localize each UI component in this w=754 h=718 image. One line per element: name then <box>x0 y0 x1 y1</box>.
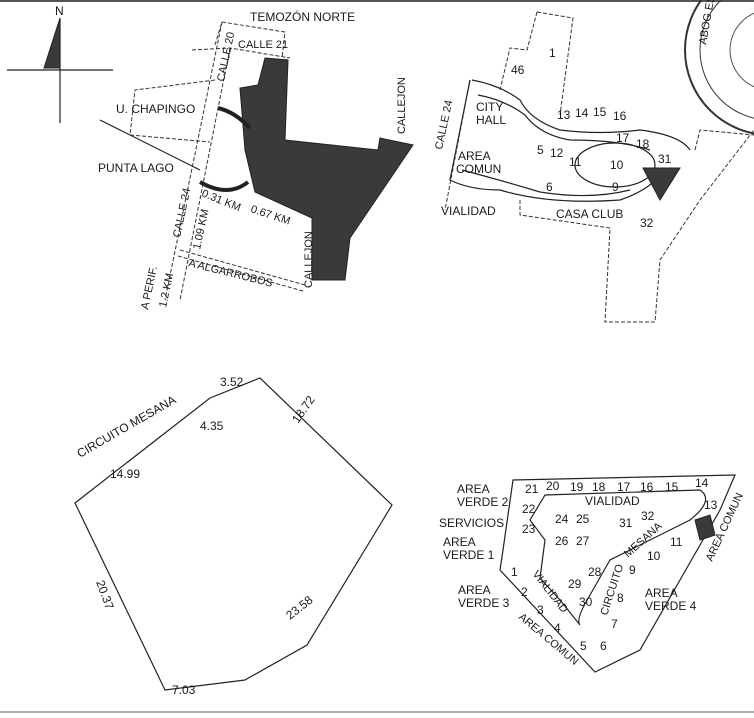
lot-number: 6 <box>600 639 607 653</box>
measure-label: 4.35 <box>200 419 224 433</box>
lot-number: 23 <box>522 522 536 536</box>
lot-number: 19 <box>570 480 584 494</box>
circuito-mesana-label: CIRCUITO MESANA <box>75 393 179 461</box>
lot-number: 15 <box>593 105 607 119</box>
lot-number: 2 <box>521 585 528 599</box>
lot-number: 46 <box>511 63 525 77</box>
area-label: AREA <box>458 149 491 163</box>
calle-21-label: CALLE 21 <box>238 39 288 51</box>
calle-24-site-label: CALLE 24 <box>433 99 455 151</box>
calle-20-label: CALLE 20 <box>215 31 237 83</box>
lot-number: 17 <box>616 131 630 145</box>
a-algarrobos-label: A ALGARROBOS <box>187 257 274 289</box>
lot-number: 21 <box>525 482 539 496</box>
lot-number: 32 <box>640 216 654 230</box>
seal-text: ABOG ESTADO NOTARÍA PÚBLIC <box>696 0 739 46</box>
calle-24-label: CALLE 24 <box>171 187 193 239</box>
punta-lago-label: PUNTA LAGO <box>98 161 174 175</box>
city-label: CITY <box>476 100 503 114</box>
area-comun-bottom-label: AREA COMUN <box>516 611 580 668</box>
lot-number: 31 <box>619 516 633 530</box>
lot-number: 13 <box>704 498 718 512</box>
lot-number: 8 <box>617 591 624 605</box>
lot-number: 11 <box>670 535 683 549</box>
circuito-label: CIRCUITO <box>598 562 626 617</box>
lot-number: 31 <box>658 152 672 166</box>
lot-number: 32 <box>641 509 655 523</box>
distance-0-67-label: 0.67 KM <box>249 203 292 227</box>
distance-1-09-label: 1.09 KM <box>191 208 211 251</box>
north-label: N <box>55 4 64 18</box>
vialidad-top-label: VIALIDAD <box>585 494 640 508</box>
site-map: CALLE 24 CITY HALL AREA COMUN VIALIDAD C… <box>433 11 754 323</box>
comun-label: COMUN <box>456 162 501 176</box>
notary-seal: ABOG ESTADO NOTARÍA PÚBLIC <box>684 0 754 135</box>
lot-number: 20 <box>546 479 560 493</box>
callejon-south-label: CALLEJON <box>303 231 315 288</box>
distance-1-2-label: 1.2 KM <box>157 272 176 309</box>
lot-number: 9 <box>612 180 619 194</box>
lot-number: 10 <box>647 549 661 563</box>
lot-number: 13 <box>557 108 571 122</box>
lot-number: 3 <box>537 603 544 617</box>
hall-label: HALL <box>476 113 506 127</box>
lot-number: 26 <box>555 534 569 548</box>
lot-number: 10 <box>610 158 624 172</box>
lot-number: 6 <box>546 180 553 194</box>
u-chapingo-label: U. CHAPINGO <box>116 102 195 116</box>
area-verde-2-label: AREA <box>457 482 490 496</box>
lot-number: 12 <box>550 146 564 160</box>
lot-number: 14 <box>575 106 589 120</box>
lot-number: 5 <box>537 143 544 157</box>
lot-number: 22 <box>522 502 536 516</box>
lot-number: 14 <box>695 476 709 490</box>
lot-number: 27 <box>576 534 590 548</box>
measure-label: 7.03 <box>172 683 196 697</box>
servicios-label: SERVICIOS <box>439 516 504 530</box>
casa-club-label: CASA CLUB <box>556 207 623 221</box>
north-arrow-icon: N <box>7 4 113 123</box>
area-verde-3-label: VERDE 3 <box>458 596 510 610</box>
location-map: TEMOZÓN NORTE CALLE 20 CALLE 21 CALLEJON… <box>98 9 414 311</box>
callejon-east-label: CALLEJON <box>396 77 408 134</box>
lot-number: 25 <box>576 512 590 526</box>
measure-label: 23.58 <box>283 593 316 623</box>
lot-number: 16 <box>613 109 627 123</box>
lot-number: 15 <box>665 480 679 494</box>
lot-number: 11 <box>569 155 582 169</box>
lot-polygon: CIRCUITO MESANA 14.99 4.35 3.52 18.72 20… <box>74 375 393 697</box>
lot-number: 1 <box>549 46 556 60</box>
lot-number: 5 <box>580 639 587 653</box>
lot-number: 16 <box>640 480 654 494</box>
area-verde-4-label: VERDE 4 <box>645 599 697 613</box>
lot-number: 1 <box>511 565 518 579</box>
subdivision-map: AREA VERDE 2 SERVICIOS AREA VERDE 1 AREA… <box>439 474 746 673</box>
area-verde-3-label: AREA <box>458 583 491 597</box>
area-verde-1-label: AREA <box>443 535 476 549</box>
vialidad-label: VIALIDAD <box>441 204 496 218</box>
lot-number: 29 <box>568 577 582 591</box>
lot-number: 7 <box>611 617 618 631</box>
lot-number: 28 <box>588 565 602 579</box>
lot-number: 4 <box>554 621 561 635</box>
lot-number: 18 <box>592 480 606 494</box>
measure-label: 3.52 <box>220 375 244 389</box>
area-verde-4-label: AREA <box>645 586 678 600</box>
lot-number: 9 <box>629 563 636 577</box>
lot-number: 17 <box>617 480 631 494</box>
measure-label: 14.99 <box>110 467 140 481</box>
lot-number: 30 <box>579 595 593 609</box>
area-verde-1-label: VERDE 1 <box>443 548 495 562</box>
area-verde-2-label: VERDE 2 <box>457 495 509 509</box>
temozon-norte-label: TEMOZÓN NORTE <box>250 9 355 24</box>
lot-number: 18 <box>636 137 650 151</box>
lot-number: 24 <box>555 512 569 526</box>
